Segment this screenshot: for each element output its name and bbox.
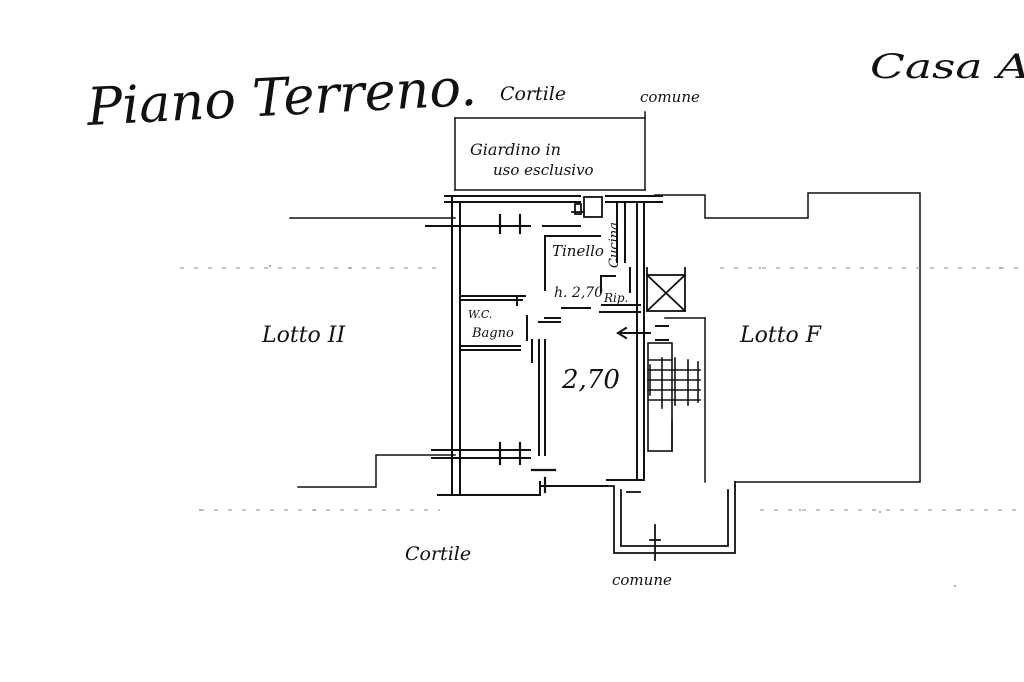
dashed-guides (180, 267, 1020, 511)
label-cortile-top: Cortile (500, 83, 566, 105)
label-rip: Rip. (603, 291, 628, 305)
porch (606, 481, 736, 561)
label-bagno: Bagno (471, 326, 514, 341)
interior-partitions (538, 201, 641, 456)
label-comune-top: comune (640, 88, 700, 106)
label-comune-bottom: comune (612, 571, 672, 589)
garden-outline (454, 111, 646, 191)
staircase (647, 342, 701, 452)
label-cucina: Cucina (607, 222, 622, 268)
label-tinello: Tinello (552, 242, 604, 260)
door-ticks (498, 213, 557, 494)
right-lot-boundary (654, 192, 921, 483)
scan-noise (199, 265, 1001, 587)
label-lotto-right: Lotto F (739, 323, 822, 348)
bathroom-walls (459, 295, 533, 363)
page-title: Piano Terreno. (85, 58, 479, 138)
building-label: Casa A (870, 47, 1024, 87)
left-lot-boundary (289, 217, 456, 488)
label-giardino-2: uso esclusivo (493, 161, 594, 179)
label-height: h. 2,70 (554, 285, 603, 301)
entrance-arrow (616, 325, 669, 341)
label-lotto-left: Lotto II (261, 323, 346, 348)
elevator-shaft (645, 267, 687, 313)
label-wc: W.C. (468, 308, 492, 321)
kitchen-fixture (571, 196, 603, 218)
label-cortile-bottom: Cortile (405, 543, 471, 565)
apartment-walls (425, 195, 663, 496)
label-giardino-1: Giardino in (470, 140, 561, 159)
label-elevation: 2,70 (561, 365, 620, 395)
